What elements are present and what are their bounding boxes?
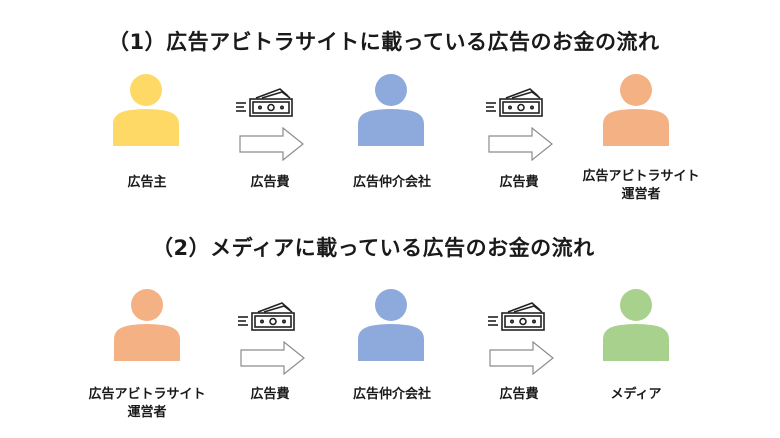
node-label-line1: 広告アビトラサイト — [88, 387, 206, 402]
node-label-media: メディア — [610, 387, 662, 402]
person-icon-ad-agency — [358, 74, 424, 146]
node-label-advertiser: 広告主 — [127, 175, 167, 190]
person-icon-arbitrage-operator — [114, 289, 180, 361]
section2-title: （2）メディアに載っている広告のお金の流れ — [152, 236, 595, 260]
flow-label-ad-fee: 広告費 — [499, 175, 539, 190]
node-label-ad-agency: 広告仲介会社 — [352, 387, 432, 402]
money-bill-icon — [488, 302, 545, 331]
arrow-right-icon — [239, 127, 304, 161]
money-bill-icon — [236, 88, 293, 117]
node-label-line2: 運営者 — [127, 405, 167, 420]
person-icon-advertiser — [113, 74, 179, 146]
flow-label-ad-fee: 広告費 — [499, 387, 539, 402]
node-label-line2: 運営者 — [621, 187, 661, 202]
flow-label-ad-fee: 広告費 — [250, 387, 290, 402]
money-bill-icon — [486, 88, 543, 117]
person-icon-arbitrage-operator — [603, 74, 669, 146]
node-label-arbitrage-operator: 広告アビトラサイト 運営者 — [582, 168, 699, 204]
money-bill-icon — [238, 302, 295, 331]
section1-title: （1）広告アビトラサイトに載っている広告のお金の流れ — [108, 30, 660, 54]
node-label-arbitrage-operator: 広告アビトラサイト 運営者 — [88, 386, 205, 422]
person-icon-ad-agency — [358, 289, 424, 361]
node-label-ad-agency: 広告仲介会社 — [352, 175, 432, 190]
arrow-right-icon — [488, 127, 553, 161]
arrow-right-icon — [489, 341, 554, 375]
flow-label-ad-fee: 広告費 — [250, 175, 290, 190]
node-label-line1: 広告アビトラサイト — [582, 169, 700, 184]
person-icon-media — [603, 289, 669, 361]
arrow-right-icon — [240, 341, 305, 375]
